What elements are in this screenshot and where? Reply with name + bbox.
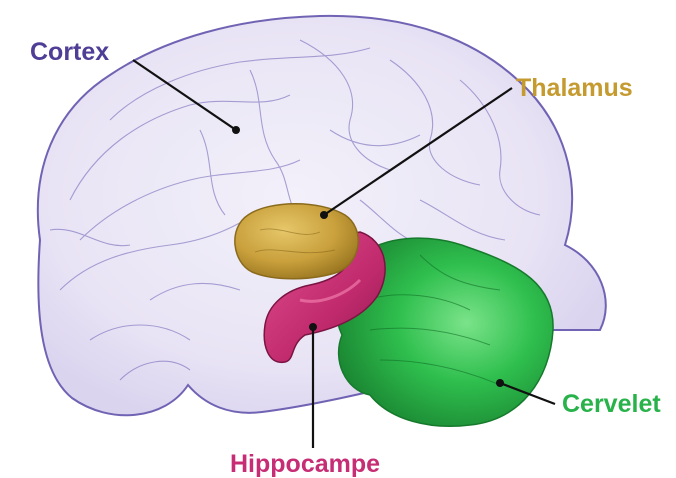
cortex-leader-dot [232, 126, 240, 134]
cervelet-leader-dot [496, 379, 504, 387]
hippocampe-label: Hippocampe [230, 452, 380, 477]
thalamus-label: Thalamus [516, 76, 633, 101]
hippocampe-leader-dot [309, 323, 317, 331]
cervelet-label: Cervelet [562, 392, 661, 417]
thalamus-shape [235, 204, 358, 279]
cortex-label: Cortex [30, 40, 109, 65]
thalamus-leader-dot [320, 211, 328, 219]
